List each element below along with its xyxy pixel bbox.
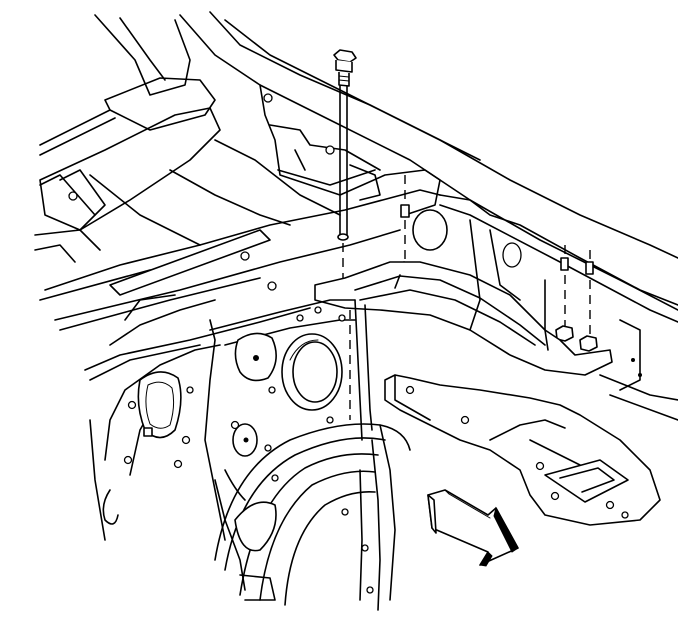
radiator-support-panel: [209, 299, 373, 457]
radiator-support-upper: [39, 139, 441, 331]
left-edge-details: [89, 419, 119, 541]
inner-fender-apron: [84, 294, 311, 541]
lower-right-bracket: [384, 374, 661, 526]
upper-left-structure: [34, 14, 221, 263]
brace: [314, 261, 613, 376]
center-mount-bracket: [259, 84, 448, 251]
bolt: [333, 49, 357, 241]
right-panels: [469, 219, 678, 421]
direction-arrow: [427, 489, 519, 567]
wheel-house: [214, 423, 411, 611]
